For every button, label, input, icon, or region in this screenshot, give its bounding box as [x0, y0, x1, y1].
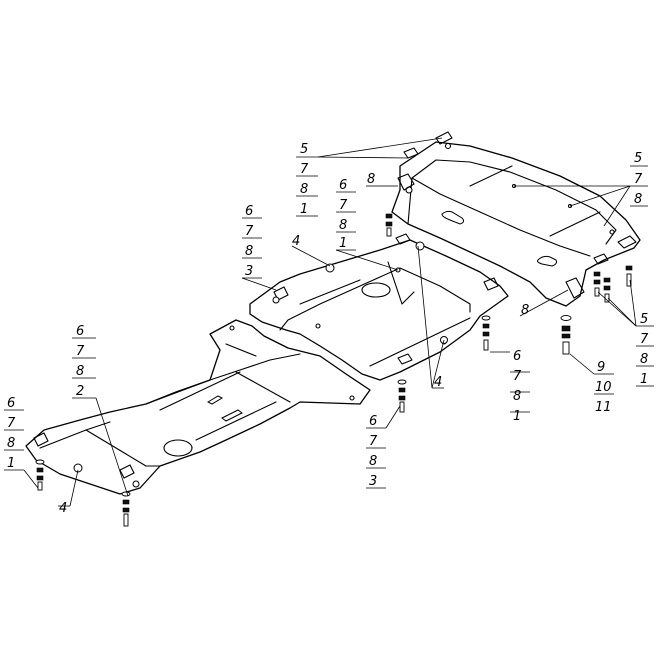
callout-bolt-8-lower-label: 8 — [521, 303, 529, 318]
callout-far-right-1: 9 — [597, 360, 605, 375]
callout-right-lower-1: 5 — [640, 312, 648, 327]
callout-mid-upper-4: 1 — [339, 236, 347, 251]
callout-4-lower-label: 4 — [59, 501, 67, 516]
callout-mid-right-1: 6 — [513, 349, 521, 364]
callout-left-far-2: 7 — [7, 416, 16, 431]
callout-4-lower: 4 — [59, 501, 67, 516]
callout-stack-mid-upper: 6 7 8 1 — [336, 178, 356, 251]
callout-stack-left-mid: 6 7 8 2 — [72, 324, 96, 399]
callout-4-upper: 4 — [292, 234, 300, 249]
bolt-stack-front-center — [560, 315, 572, 355]
callout-mid-upper-1: 6 — [339, 178, 347, 193]
callout-mid-right-4: 1 — [513, 409, 521, 424]
callout-left-mid-3: 8 — [76, 364, 84, 379]
callout-left-upper-1: 6 — [245, 204, 253, 219]
callout-left-far-4: 1 — [7, 456, 15, 471]
callout-top-left-4: 1 — [300, 202, 308, 217]
callout-stack-right-top: 5 7 8 — [630, 151, 648, 207]
callout-bolt-8-top: 8 — [367, 172, 375, 187]
callout-right-lower-4: 1 — [640, 372, 648, 387]
callout-left-far-3: 8 — [7, 436, 15, 451]
bolt-stack-front-right — [593, 265, 633, 303]
callout-bottom-center-1: 6 — [369, 414, 377, 429]
callout-bottom-center-3: 8 — [369, 454, 377, 469]
callout-top-left-1: 5 — [300, 142, 308, 157]
callout-4-center: 4 — [434, 375, 442, 390]
callout-left-upper-3: 8 — [245, 244, 253, 259]
callout-stack-bottom-center: 6 7 8 3 — [366, 414, 386, 489]
callout-left-upper-4: 3 — [245, 264, 253, 279]
callout-right-lower-3: 8 — [640, 352, 648, 367]
callout-left-upper-2: 7 — [245, 224, 254, 239]
callout-left-mid-4: 2 — [76, 384, 84, 399]
callout-left-mid-2: 7 — [76, 344, 85, 359]
bolt-stack-left-far — [35, 459, 45, 491]
callout-stack-top-left: 5 7 8 1 — [296, 142, 318, 217]
callout-stack-far-right: 9 10 11 — [594, 360, 614, 415]
bolt-stack-mid-right — [481, 315, 491, 351]
callout-stack-mid-right: 6 7 8 1 — [510, 349, 530, 424]
leader-lines — [4, 137, 654, 507]
callout-bottom-center-2: 7 — [369, 434, 378, 449]
callout-stack-left-far: 6 7 8 1 — [4, 396, 24, 471]
callout-right-top-1: 5 — [634, 151, 642, 166]
callout-stack-left-upper: 6 7 8 3 — [242, 204, 262, 279]
callout-stack-right-lower: 5 7 8 1 — [636, 312, 654, 387]
callout-bolt-8-lower: 8 — [521, 303, 529, 318]
callout-far-right-3: 11 — [595, 400, 612, 415]
callout-mid-upper-3: 8 — [339, 218, 347, 233]
callout-top-left-2: 7 — [300, 162, 309, 177]
callout-right-top-2: 7 — [634, 172, 643, 187]
callout-4-center-label: 4 — [434, 375, 442, 390]
callout-top-left-3: 8 — [300, 182, 308, 197]
rear-guard-plate — [25, 319, 371, 495]
callout-right-top-3: 8 — [634, 192, 642, 207]
callout-bolt-8-top-label: 8 — [367, 172, 375, 187]
bolt-stack-left-mid — [121, 491, 131, 527]
bolt-stack-bottom-center — [397, 379, 407, 413]
callout-right-lower-2: 7 — [640, 332, 649, 347]
callout-left-mid-1: 6 — [76, 324, 84, 339]
callout-bottom-center-4: 3 — [369, 474, 377, 489]
callout-mid-upper-2: 7 — [339, 198, 348, 213]
callout-mid-right-3: 8 — [513, 389, 521, 404]
callout-far-right-2: 10 — [595, 380, 612, 395]
callout-4-upper-label: 4 — [292, 234, 300, 249]
callout-mid-right-2: 7 — [513, 369, 522, 384]
bolt-stack-top-right — [385, 213, 393, 237]
callout-left-far-1: 6 — [7, 396, 15, 411]
